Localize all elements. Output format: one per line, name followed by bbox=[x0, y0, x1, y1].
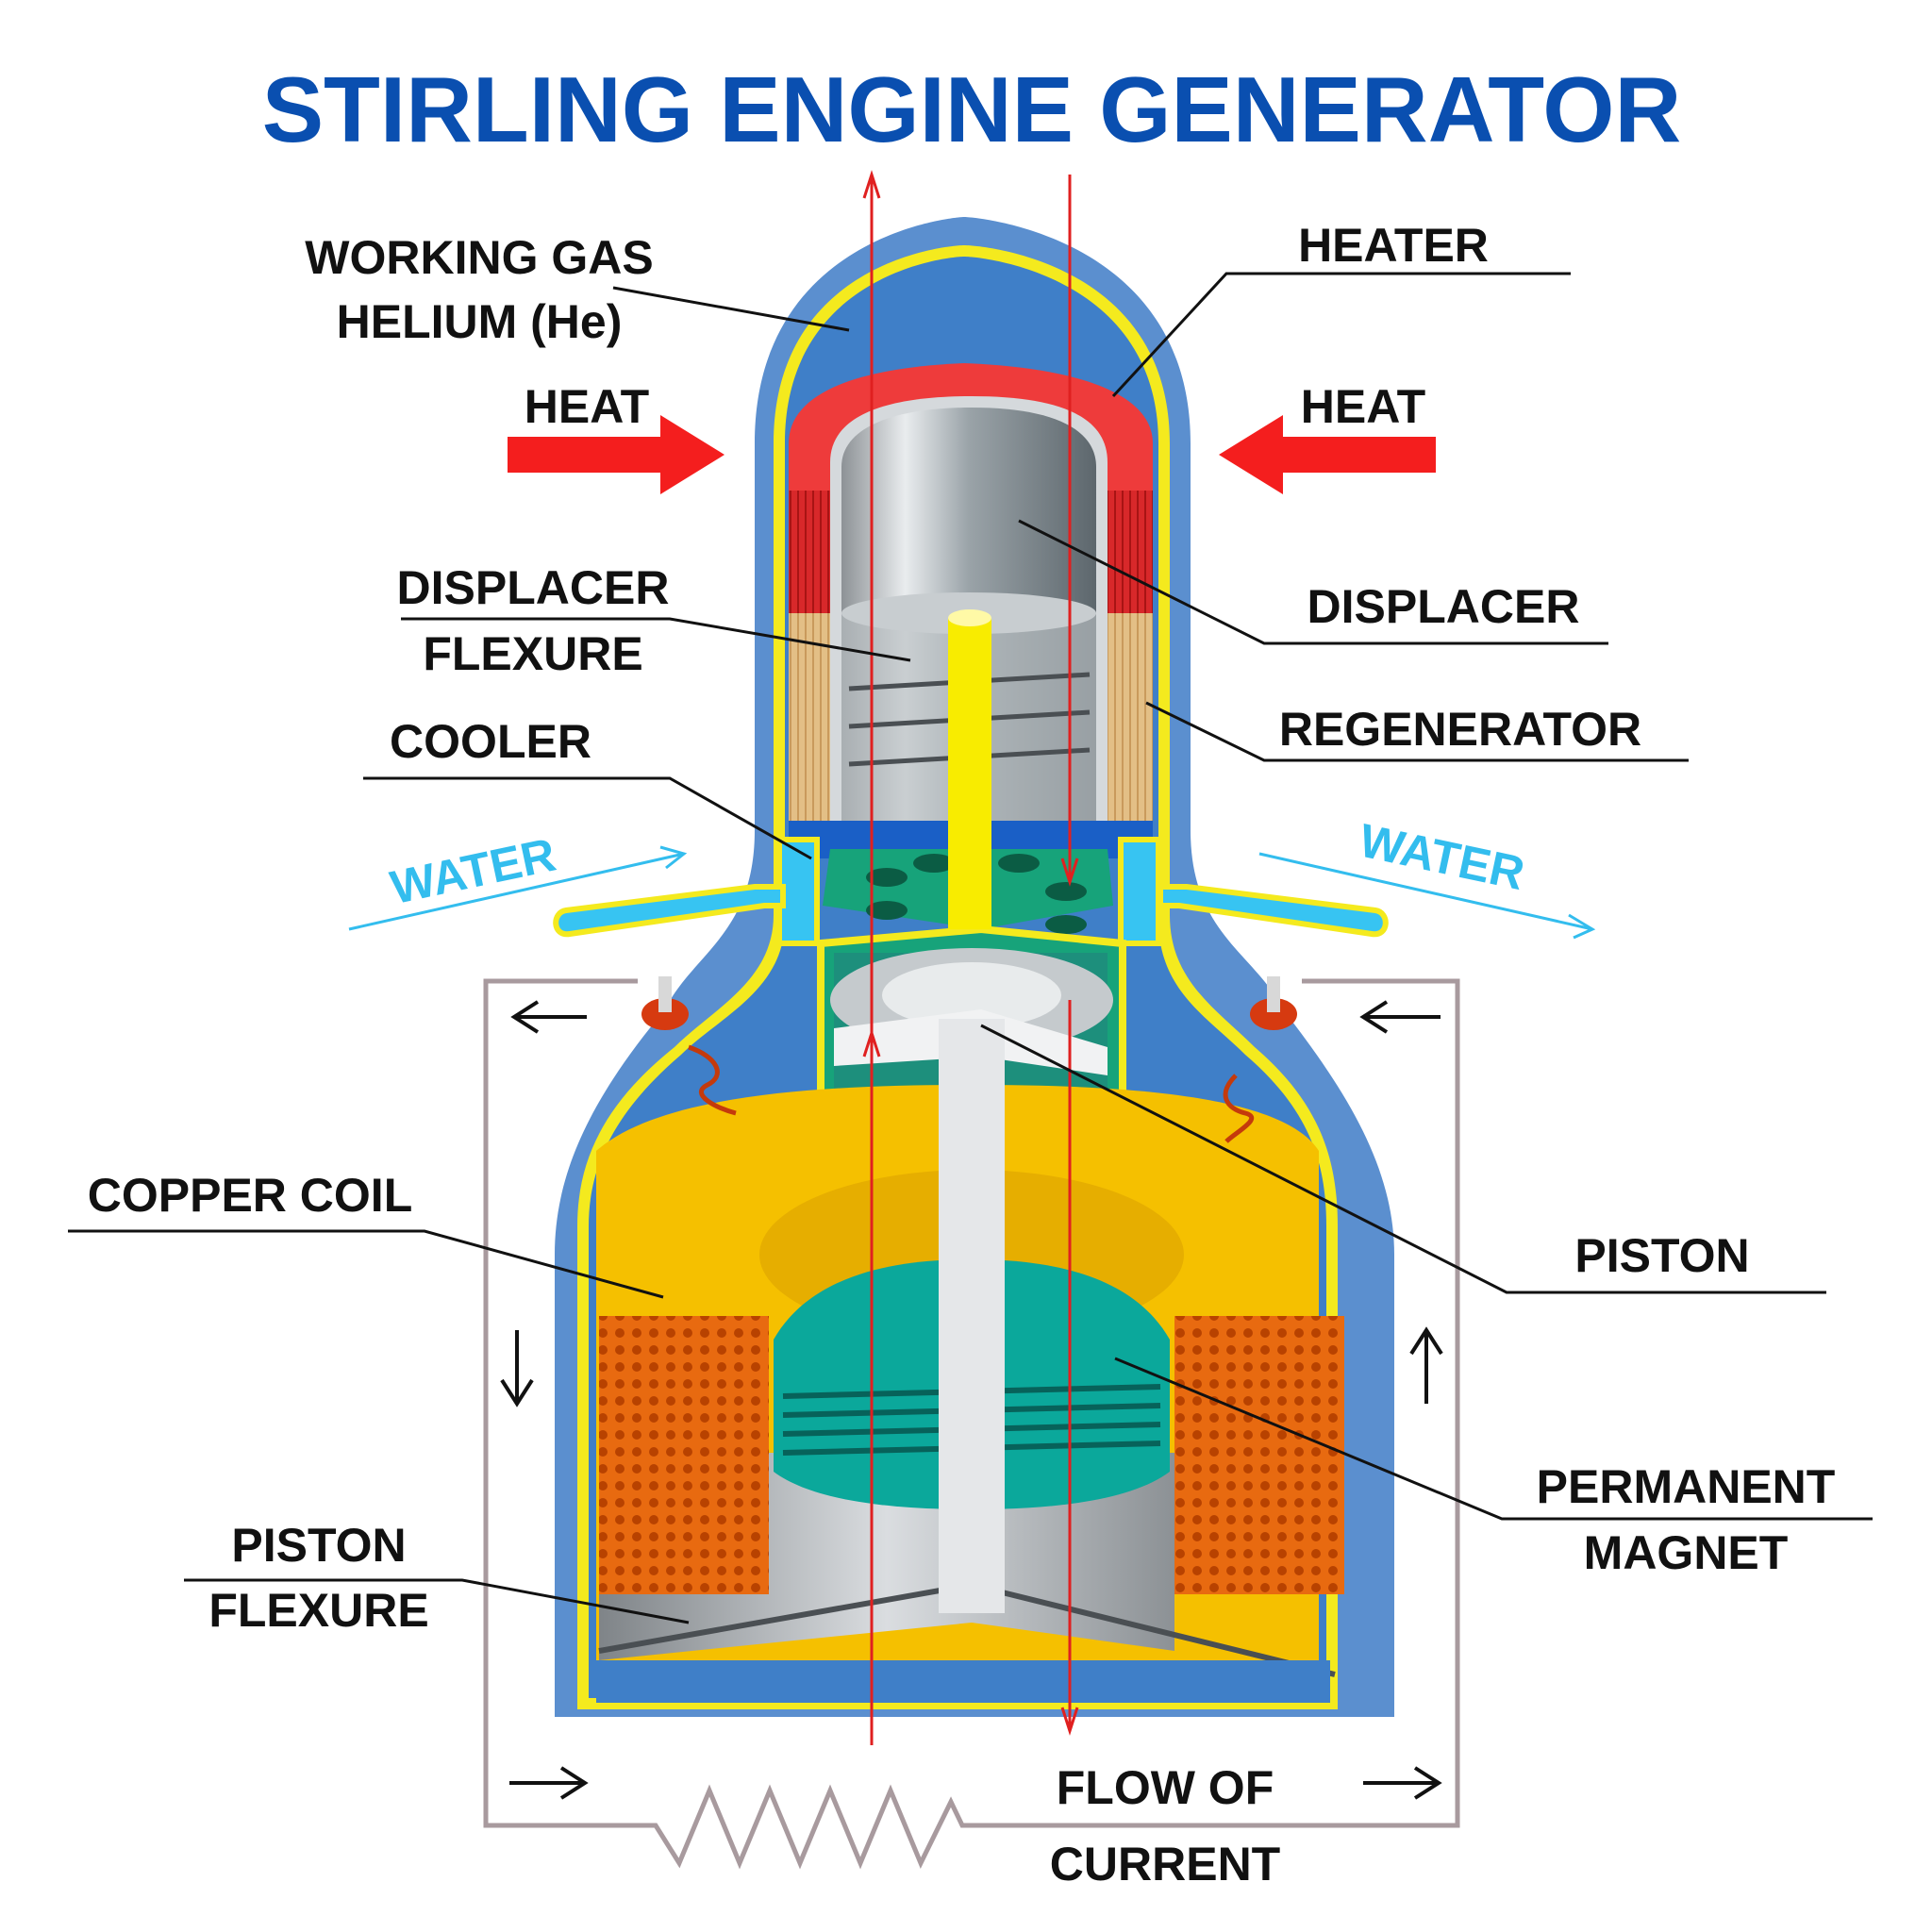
label-displacer: DISPLACER bbox=[1307, 580, 1580, 633]
water-arrow-right bbox=[1258, 852, 1596, 940]
coil-left bbox=[599, 1316, 769, 1594]
wire-left bbox=[688, 1044, 737, 1116]
label-displacer-flexure-line1: DISPLACER bbox=[397, 561, 670, 614]
leader-displacer bbox=[1018, 519, 1608, 645]
leader-displacer-flexure bbox=[401, 617, 911, 662]
label-permanent-magnet-line1: PERMANENT bbox=[1537, 1460, 1836, 1513]
piston-flexure-line-right bbox=[971, 1582, 1336, 1677]
terminal-right bbox=[1250, 976, 1297, 1030]
engine-body bbox=[553, 217, 1394, 1717]
current-arrow-right-up bbox=[1409, 1326, 1443, 1404]
piston-flexure-line-left bbox=[598, 1582, 973, 1654]
label-regenerator: REGENERATOR bbox=[1279, 703, 1641, 756]
leader-working-gas bbox=[612, 286, 850, 332]
leader-regenerator bbox=[1145, 701, 1689, 762]
label-heat-left: HEAT bbox=[525, 380, 649, 433]
heat-arrow-right bbox=[1219, 415, 1436, 494]
label-piston-flexure-line2: FLEXURE bbox=[208, 1584, 428, 1637]
displacer-rod bbox=[948, 618, 991, 929]
leader-cooler bbox=[363, 776, 812, 860]
leader-copper-coil bbox=[68, 1229, 664, 1299]
label-copper-coil: COPPER COIL bbox=[88, 1169, 412, 1222]
current-arrow-bottom-right bbox=[1363, 1766, 1442, 1800]
terminal-left bbox=[641, 976, 689, 1030]
label-displacer-flexure-line2: FLEXURE bbox=[423, 627, 642, 680]
regenerator-left bbox=[789, 613, 834, 821]
page-title: STIRLING ENGINE GENERATOR bbox=[262, 58, 1682, 161]
heater-fins-left bbox=[789, 491, 834, 613]
label-cooler: COOLER bbox=[390, 715, 591, 768]
leader-piston bbox=[980, 1024, 1826, 1294]
label-permanent-magnet-line2: MAGNET bbox=[1584, 1526, 1789, 1579]
leader-permanent-magnet bbox=[1114, 1357, 1873, 1521]
label-heat-right: HEAT bbox=[1301, 380, 1425, 433]
current-arrow-top-left bbox=[510, 1000, 587, 1034]
wire-right bbox=[1223, 1074, 1255, 1143]
water-pipe-left bbox=[553, 884, 786, 938]
bottom-plate bbox=[596, 1660, 1330, 1703]
current-arrow-left-down bbox=[500, 1330, 534, 1407]
current-arrow-top-right bbox=[1359, 1000, 1441, 1034]
label-flow-of-current-line1: FLOW OF bbox=[1057, 1761, 1274, 1814]
heater-fins-right bbox=[1108, 491, 1153, 613]
label-water-right: WATER bbox=[1355, 814, 1529, 901]
regenerator-right bbox=[1108, 613, 1153, 821]
label-piston-flexure-line1: PISTON bbox=[231, 1519, 406, 1572]
water-arrow-left bbox=[348, 845, 688, 931]
label-heater: HEATER bbox=[1298, 219, 1489, 272]
leader-piston-flexure bbox=[184, 1578, 690, 1624]
flow-arrows bbox=[862, 170, 1079, 1745]
current-arrow-bottom-left bbox=[509, 1766, 589, 1800]
circuit bbox=[483, 978, 1460, 1870]
leader-lines bbox=[68, 272, 1873, 1624]
coil-right bbox=[1174, 1316, 1344, 1594]
label-piston: PISTON bbox=[1574, 1229, 1749, 1282]
water-pipe-right bbox=[1158, 884, 1389, 938]
heat-arrow-left bbox=[508, 415, 724, 494]
leader-heater bbox=[1111, 272, 1571, 398]
label-working-gas-line1: WORKING GAS bbox=[305, 231, 653, 284]
label-flow-of-current-line2: CURRENT bbox=[1050, 1838, 1280, 1890]
cooler-right bbox=[1118, 837, 1161, 946]
piston-rod bbox=[939, 1019, 1005, 1613]
label-working-gas-line2: HELIUM (He) bbox=[337, 295, 623, 348]
